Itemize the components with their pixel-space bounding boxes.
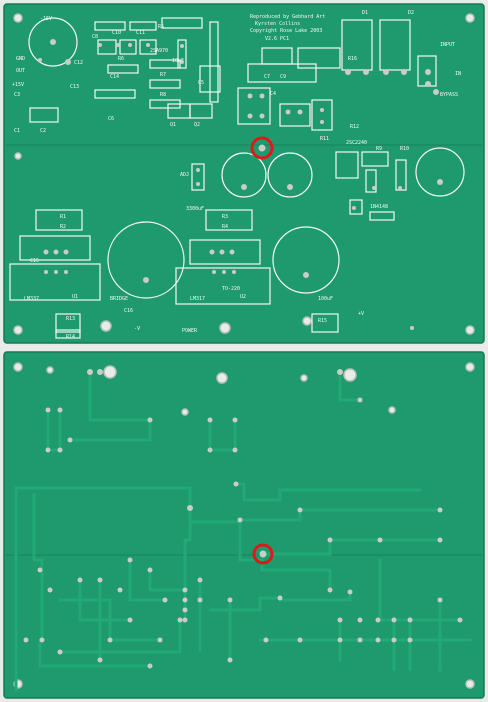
silk-label: R12 xyxy=(350,124,359,130)
silk-label: R10 xyxy=(400,146,409,152)
top-mounting-holes xyxy=(13,13,475,335)
silk-label: 100uF xyxy=(318,296,333,302)
bottom-highlighted-pad xyxy=(259,550,267,558)
silk-label: R16 xyxy=(348,56,357,62)
silk-label: ADJ xyxy=(180,172,189,178)
top-silkscreen-outlines xyxy=(9,17,465,339)
silk-label: R14 xyxy=(66,334,75,340)
silk-label: C10 xyxy=(112,30,121,36)
silk-label: R6 xyxy=(118,56,124,62)
silk-label: C6 xyxy=(108,116,114,122)
silk-credit-4: V2.6 PC1 xyxy=(265,36,289,42)
silk-label: R2 xyxy=(60,224,66,230)
silk-label: 3300uF xyxy=(186,206,204,212)
silk-credit-2: Kyrsten Collins xyxy=(255,21,300,27)
silk-label: C2 xyxy=(40,128,46,134)
silk-label: C5 xyxy=(198,80,204,86)
top-board: Copyright Rose Lake 2003 Kyrsten Collins… xyxy=(3,3,485,344)
silk-label: 2SA970 xyxy=(150,48,168,54)
silk-label: C8 xyxy=(92,34,98,40)
silk-label: R4 xyxy=(222,224,228,230)
top-silkscreen-text: Copyright Rose Lake 2003 Kyrsten Collins… xyxy=(12,10,461,340)
silk-credit-1: Copyright Rose Lake 2003 xyxy=(250,28,322,34)
silk-label: R3 xyxy=(222,214,228,220)
top-board-substrate xyxy=(4,4,484,343)
silk-label: LM317 xyxy=(190,296,205,302)
silk-label: R7 xyxy=(160,72,166,78)
silk-label: R8 xyxy=(160,92,166,98)
silk-label: C16 xyxy=(124,308,133,314)
silk-label: U2 xyxy=(240,294,246,300)
silk-label: BYPASS xyxy=(440,92,458,98)
silk-label: 10uF xyxy=(172,58,184,64)
bottom-board xyxy=(3,351,485,699)
silk-label: D2 xyxy=(408,10,414,16)
silk-label: +V xyxy=(358,311,364,317)
silk-label: R11 xyxy=(320,136,329,142)
silk-label: R1 xyxy=(60,214,66,220)
silk-label: TO-220 xyxy=(222,286,240,292)
silk-label: BRIDGE xyxy=(110,296,128,302)
silk-label: C3 xyxy=(14,92,20,98)
silk-label: C9 xyxy=(280,74,286,80)
silk-label: +15V xyxy=(12,82,24,88)
silk-label: R15 xyxy=(318,318,327,324)
bottom-solder-pads xyxy=(23,369,463,669)
silk-label: Q2 xyxy=(194,122,200,128)
silk-label: GND xyxy=(16,56,25,62)
silk-label: R13 xyxy=(66,316,75,322)
bottom-board-substrate xyxy=(4,352,484,698)
silk-label: D1 xyxy=(362,10,368,16)
silk-label: R5 xyxy=(158,24,164,30)
silk-label: C11 xyxy=(136,30,145,36)
bottom-mounting-holes xyxy=(13,362,475,689)
silk-label: C15 xyxy=(30,258,39,264)
silk-label: -V xyxy=(134,326,140,332)
silk-label: C12 xyxy=(74,60,83,66)
silk-label: POWER xyxy=(182,328,198,334)
silk-label: IN xyxy=(455,71,461,77)
silk-label: U1 xyxy=(72,294,78,300)
silk-label: C7 xyxy=(264,74,270,80)
silk-label: Q1 xyxy=(170,122,176,128)
top-highlight-ring xyxy=(250,136,274,160)
silk-label: INPUT xyxy=(440,42,455,48)
silk-label: C1 xyxy=(14,128,20,134)
silk-label: -15V xyxy=(40,16,52,22)
top-solder-pads xyxy=(38,39,443,330)
bottom-copper-traces xyxy=(14,370,472,692)
silk-label: C14 xyxy=(110,74,119,80)
silk-label: C4 xyxy=(270,91,276,97)
silk-label: R9 xyxy=(376,146,382,152)
silk-label: 2SC2240 xyxy=(346,140,367,146)
bottom-highlight-ring xyxy=(252,543,274,565)
silk-label: LM337 xyxy=(24,296,39,302)
silk-credit-3: Reproduced by Gebhard Art xyxy=(250,14,325,20)
silk-label: C13 xyxy=(70,84,79,90)
silk-label: 1N4148 xyxy=(370,204,388,210)
silk-label: OUT xyxy=(16,68,25,74)
top-highlighted-pad xyxy=(258,144,266,152)
